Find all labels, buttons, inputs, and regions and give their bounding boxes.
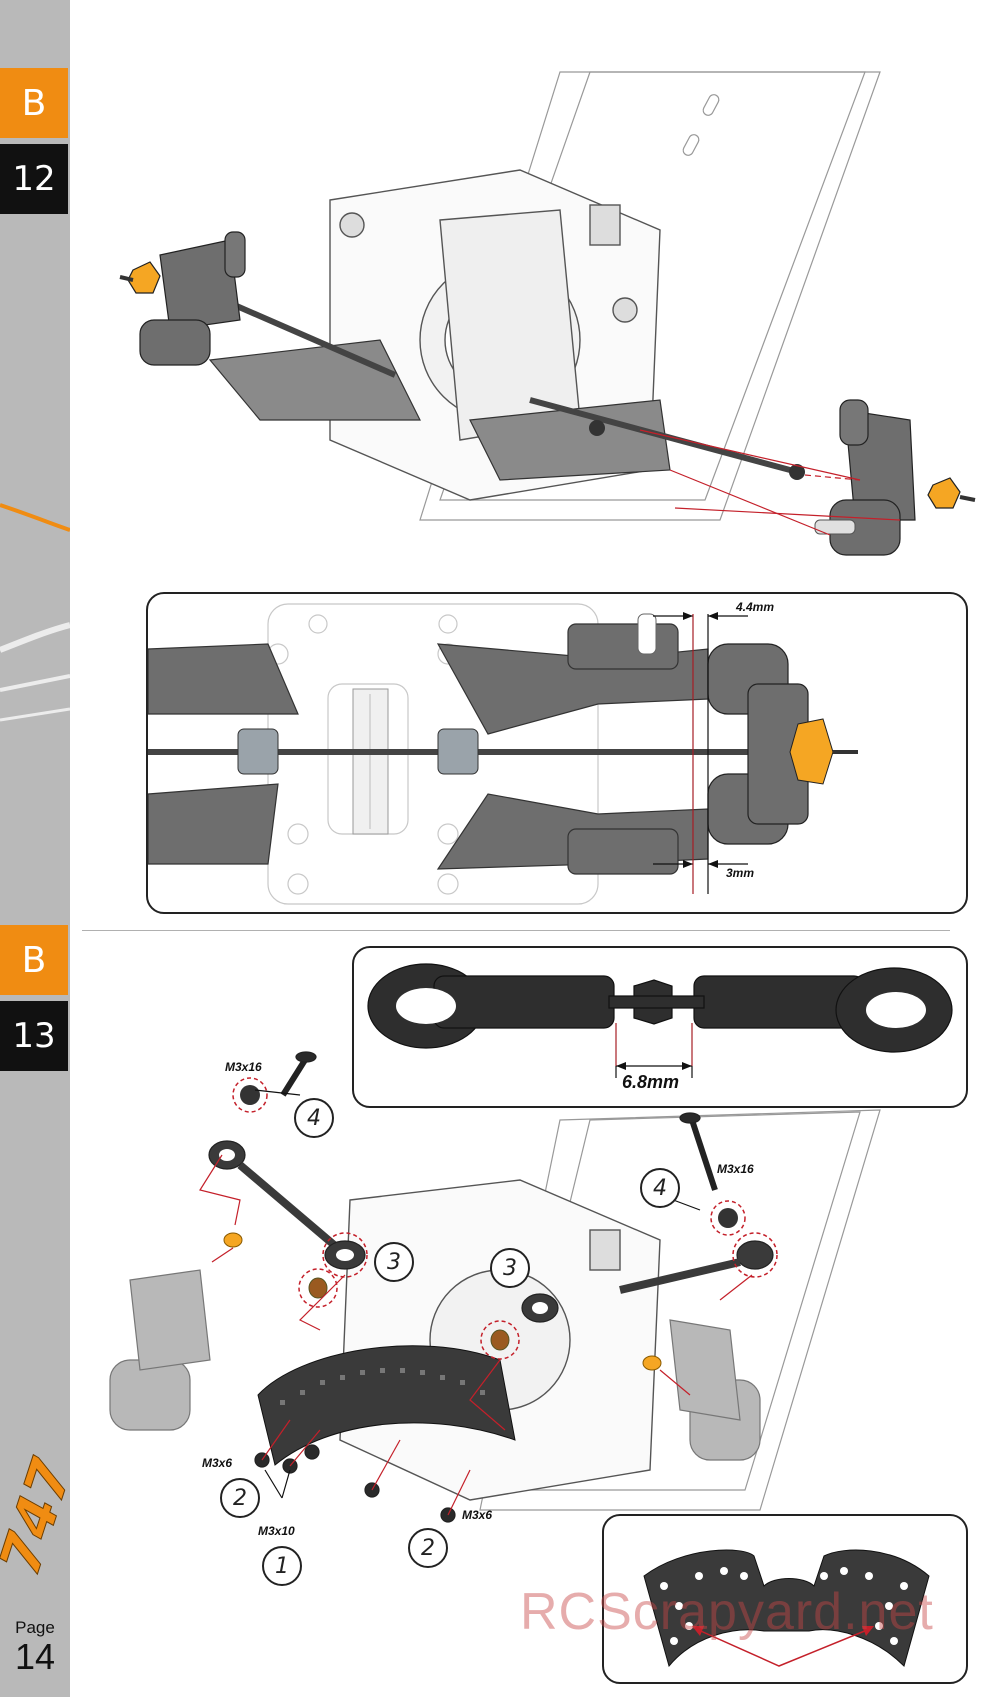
- callout-step-4-left: 4: [294, 1098, 334, 1138]
- carbon-brace-drawing: [643, 1549, 930, 1668]
- turnbuckle-drawing: [367, 963, 953, 1078]
- sidebar-swoosh: [0, 503, 70, 722]
- callout-step-4-right: 4: [640, 1168, 680, 1208]
- page-number: 14: [14, 1636, 56, 1677]
- step12-detail-panel: 4.4mm 3mm: [146, 592, 968, 914]
- screw-label-m3x10: M3x10: [258, 1524, 295, 1538]
- callout-step-2-right: 2: [408, 1528, 448, 1568]
- screw-label-m3x16-right: M3x16: [717, 1162, 754, 1176]
- arm-width-detail-drawing: [148, 603, 858, 905]
- step-section-tab: B: [0, 925, 68, 995]
- watermark: RCScrapyard.net: [520, 1583, 934, 1641]
- screw-label-m3x16-left: M3x16: [225, 1060, 262, 1074]
- step-divider: [82, 930, 950, 931]
- screw-label-m3x6-left: M3x6: [202, 1456, 233, 1470]
- callout-step-1: 1: [262, 1546, 302, 1586]
- callout-step-2-left: 2: [220, 1478, 260, 1518]
- callout-step-3-left: 3: [374, 1242, 414, 1282]
- turnbuckle-length-label: 6.8mm: [622, 1072, 680, 1092]
- turnbuckle-length-panel: 6.8mm: [352, 946, 968, 1108]
- step-section-tab: B: [0, 68, 68, 138]
- dimension-bottom-label: 3mm: [726, 866, 755, 880]
- brace-detail-panel: [602, 1514, 968, 1684]
- step-number-tab: 13: [0, 1001, 68, 1071]
- sidebar: [0, 0, 70, 1697]
- callout-step-3-right: 3: [490, 1248, 530, 1288]
- screw-label-m3x6-right: M3x6: [462, 1508, 493, 1522]
- step12-assembly-drawing: [119, 71, 976, 556]
- dimension-top-label: 4.4mm: [736, 600, 775, 614]
- step-number-tab: 12: [0, 144, 68, 214]
- page-word: Page: [15, 1618, 55, 1637]
